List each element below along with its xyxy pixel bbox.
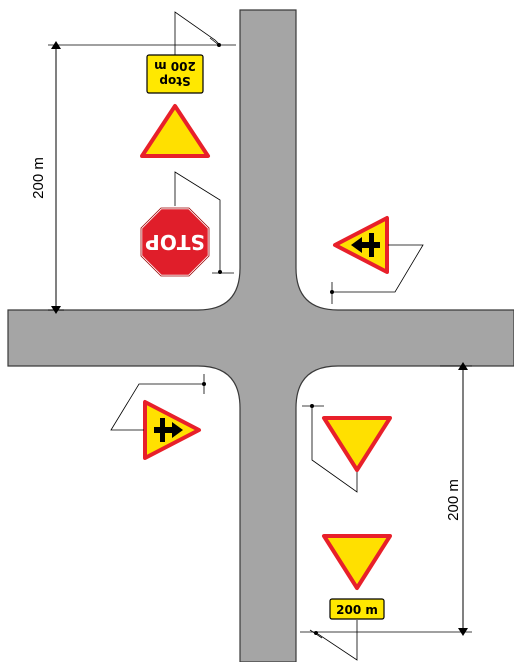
plate-top-line2: 200 m (154, 59, 196, 73)
stop-sign-icon: STOP (139, 206, 211, 278)
yield-sign-icon-lower-2 (322, 534, 392, 590)
stop-sign-text: STOP (145, 230, 205, 254)
dimension-bottom-label: 200 m (445, 479, 462, 521)
plate-top: Stop 200 m (146, 54, 204, 94)
plate-bottom: 200 m (329, 598, 385, 620)
priority-crossroad-sign-icon (333, 216, 389, 274)
yield-sign-icon (140, 104, 210, 158)
plate-bottom-text: 200 m (336, 603, 378, 617)
dimension-top: 200 m (30, 41, 236, 314)
leader-bottom-plate (309, 620, 358, 661)
dimension-top-label: 200 m (30, 157, 47, 199)
leader-top-plate (174, 11, 221, 56)
plate-top-line1: Stop (159, 74, 191, 88)
priority-crossroad-sign-icon-left (143, 400, 201, 460)
dimension-bottom: 200 m (300, 362, 472, 636)
leader-stop (174, 171, 234, 274)
yield-sign-icon-lower-1 (322, 416, 392, 472)
road-cross (7, 9, 514, 663)
